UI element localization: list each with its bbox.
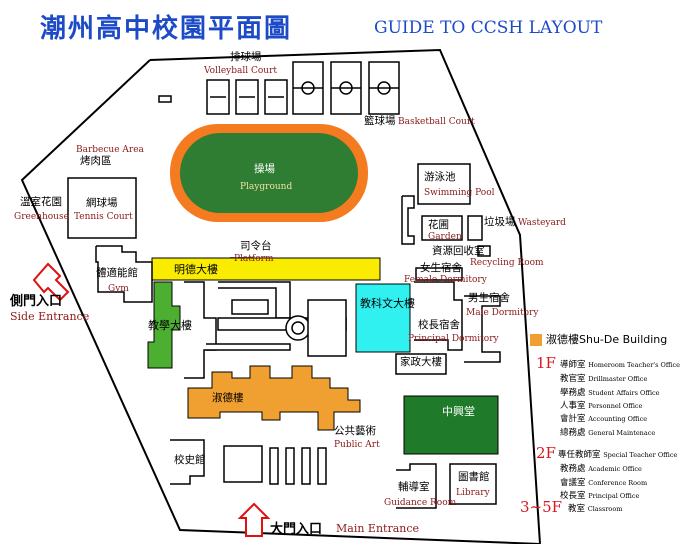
legend-title: 淑德樓Shu-De Building	[546, 333, 668, 346]
guidance-label-en: Guidance Room	[384, 498, 457, 508]
library-label-en: Library	[456, 488, 490, 498]
basketball-courts[interactable]	[292, 61, 400, 115]
platform-label-en: Platform	[234, 254, 274, 264]
wasteyard-label-zh: 垃圾場	[484, 216, 516, 228]
bbq-label-zh: 烤肉區	[80, 155, 112, 167]
playground[interactable]	[170, 124, 368, 222]
volleyball-courts[interactable]	[158, 79, 288, 115]
side-entrance-label-en: Side Entrance	[10, 310, 90, 323]
legend-office: 專任教師室 Special Teacher Office	[558, 450, 678, 460]
page-title-en: GUIDE TO CCSH LAYOUT	[374, 18, 603, 38]
volleyball-label-en: Volleyball Court	[204, 66, 278, 76]
platform-label-zh: 司令台	[240, 240, 272, 252]
legend-office: 教官室 Drillmaster Office	[560, 374, 648, 384]
gym-label-en: Gym	[108, 284, 129, 294]
side-entrance-arrow[interactable]	[32, 262, 70, 302]
principal-dorm-label-zh: 校長宿舍	[418, 319, 460, 331]
female-dorm-label-en: Female Dormitory	[404, 275, 487, 285]
main-entrance-label-zh: 大門入口	[270, 522, 323, 537]
side-entrance-label-zh: 側門入口	[10, 294, 63, 309]
playground-label-zh: 操場	[254, 163, 275, 175]
swimming-label-zh: 游泳池	[424, 171, 456, 183]
zhongxing-label-zh: 中興堂	[442, 405, 475, 418]
history-label-zh: 校史館	[174, 454, 206, 466]
bbq-label-en: Barbecue Area	[76, 145, 144, 155]
legend-swatch	[530, 334, 542, 346]
wasteyard-label-en: Wasteyard	[518, 218, 566, 228]
jiaoxue-label-zh: 教學大樓	[148, 319, 192, 332]
greenhouse-label-en: Greenhouse	[14, 212, 69, 222]
public-art-label-zh: 公共藝術	[334, 425, 376, 437]
male-dorm-label-zh: 男生宿舍	[468, 292, 510, 304]
campus-boundary	[20, 48, 541, 544]
legend-office: 會計室 Accounting Office	[560, 414, 648, 424]
legend-office: 導師室 Homeroom Teacher's Office	[560, 360, 680, 370]
tennis-label-en: Tennis Court	[74, 212, 133, 222]
shude-label-zh: 淑德樓	[212, 392, 244, 404]
legend-office: 教室 Classroom	[568, 504, 623, 514]
shude-building[interactable]	[187, 365, 361, 431]
jiaoxue-building[interactable]	[147, 281, 181, 369]
legend-office: 教務處 Academic Office	[560, 464, 642, 474]
jiazheng-label-zh: 家政大樓	[400, 356, 442, 368]
legend-office: 學務處 Student Affairs Office	[560, 388, 660, 398]
greenhouse-label-zh: 溫室花園	[20, 196, 62, 208]
recycling-label-zh: 資源回收室	[432, 245, 485, 257]
tennis-court-building[interactable]	[67, 177, 137, 239]
swimming-label-en: Swimming Pool	[424, 188, 495, 198]
principal-dorm-label-en: Principal Dormitory	[408, 334, 499, 344]
guidance-label-zh: 輔導室	[398, 481, 430, 493]
central-building[interactable]	[184, 281, 347, 379]
garden-label-zh: 花圃	[428, 219, 449, 231]
page-title-zh: 潮州高中校園平面圖	[40, 14, 293, 44]
zhongxing-hall[interactable]	[403, 395, 499, 455]
legend-office: 會議室 Conference Room	[560, 478, 648, 488]
dormitory-buildings[interactable]	[414, 267, 501, 363]
basketball-label-en: Basketball Court	[398, 117, 475, 127]
history-and-art[interactable]	[170, 439, 327, 485]
main-entrance-label-en: Main Entrance	[336, 522, 420, 535]
gym-label-zh: 體適能館	[96, 267, 138, 279]
mingde-label-zh: 明德大樓	[174, 263, 218, 276]
jiazheng-building[interactable]	[395, 353, 447, 375]
jiaokewen-building[interactable]	[355, 283, 411, 353]
legend-office: 總務處 General Maintenace	[560, 428, 656, 438]
library-label-zh: 圖書館	[458, 471, 490, 483]
volleyball-label-zh: 排球場	[230, 51, 262, 63]
playground-label-en: Playground	[240, 182, 293, 192]
recycling-label-en: Recycling Room	[470, 258, 544, 268]
tennis-label-zh: 網球場	[86, 197, 118, 209]
male-dorm-label-en: Male Dormitory	[466, 308, 539, 318]
legend-floor-1: 1F	[536, 354, 556, 372]
legend-office: 人事室 Personnel Office	[560, 401, 643, 411]
basketball-label-zh: 籃球場	[364, 115, 396, 127]
jiaokewen-label-zh: 教科文大樓	[360, 297, 415, 310]
swimming-pool-building[interactable]	[401, 163, 491, 257]
garden-label-en: Garden	[428, 232, 462, 242]
female-dorm-label-zh: 女生宿舍	[420, 262, 462, 274]
public-art-label-en: Public Art	[334, 440, 380, 450]
legend-floor-2: 2F	[536, 444, 556, 462]
legend-floor-3: 3~5F	[520, 498, 563, 516]
main-entrance-arrow[interactable]	[237, 502, 271, 537]
gym-building[interactable]	[95, 245, 153, 303]
guidance-and-library[interactable]	[396, 463, 497, 509]
legend-office: 校長室 Principal Office	[560, 491, 640, 501]
